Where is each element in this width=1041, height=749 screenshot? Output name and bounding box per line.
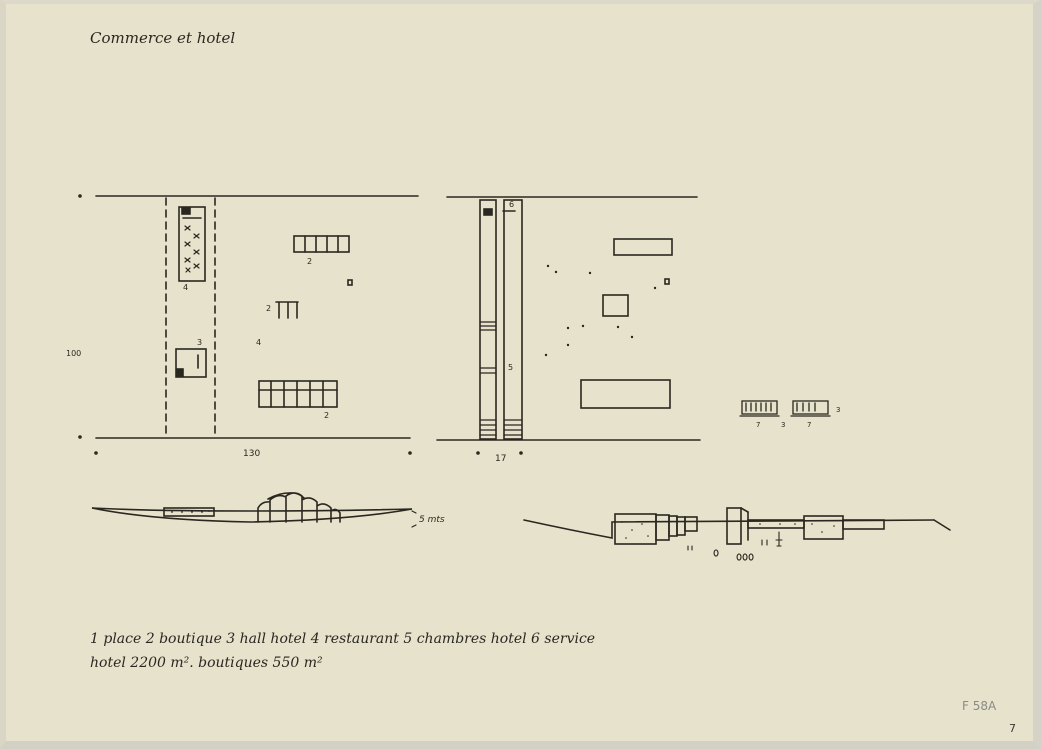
detail-section-b-bays [796, 402, 816, 412]
label-boutique-top: 2 [307, 257, 312, 266]
dim-section-height: 5 mts [419, 515, 445, 525]
label-restaurant-top: 4 [183, 283, 188, 292]
plan1-corner-dot-bottom [78, 435, 82, 439]
label-hall-hotel: 3 [197, 338, 202, 347]
hotel-service-core [483, 208, 493, 216]
detail-section-a [741, 400, 778, 415]
section-commerce [91, 492, 417, 528]
restaurant-tables [184, 225, 200, 273]
hotel-wing-right [503, 199, 523, 440]
dim-detail-b: 3 [781, 421, 785, 429]
section2-block-e [684, 516, 698, 532]
section1-slab-dots [171, 510, 210, 513]
plan1-dim-tick-left [94, 451, 98, 455]
dim-detail-d: 3 [836, 406, 840, 414]
dim-width-plan2: 17 [495, 454, 506, 464]
boutique-bottom-block [258, 380, 338, 408]
detail-section-b [792, 400, 829, 415]
plan-commerce [78, 194, 419, 455]
boutique-top-partitions [304, 235, 339, 253]
dim-detail-a: 7 [756, 421, 760, 429]
section2-tower [726, 507, 742, 545]
restaurant-block [178, 206, 206, 282]
sheet-number: 7 [1009, 722, 1016, 735]
section1-height-bracket [411, 510, 417, 528]
section2-ground [523, 519, 935, 539]
boutique-mid-block [275, 301, 299, 319]
detail-sections [739, 400, 831, 417]
plan1-corner-dot-top [78, 194, 82, 198]
page-title: Commerce et hotel [90, 29, 236, 47]
label-chambres: 5 [508, 363, 513, 372]
archive-reference-stamp: F 58A [962, 699, 997, 713]
boutique-top-block [293, 235, 350, 253]
label-boutique-bottom: 2 [324, 411, 329, 420]
boutique-bottom-partitions [258, 380, 338, 408]
plan2-scatter-dots [544, 264, 657, 357]
section2-figures [687, 531, 783, 561]
hall-hotel-block [175, 348, 207, 378]
section1-vaults [257, 492, 341, 523]
section2-block-g [842, 519, 885, 530]
section2-block-a [614, 513, 657, 545]
restaurant-kitchen [181, 207, 191, 215]
dim-height-plan1: 100 [66, 349, 81, 358]
label-boutique-mid: 2 [266, 304, 271, 313]
section1-ground-lens [91, 507, 413, 523]
section2-block-f [803, 515, 844, 540]
section2-block-b [655, 514, 670, 541]
legend-line-1: 1 place 2 boutique 3 hall hotel 4 restau… [90, 631, 596, 647]
plan2-block-bottom [580, 379, 671, 409]
dim-detail-c: 7 [807, 421, 811, 429]
section2-block-d [676, 516, 686, 536]
hall-hotel-stair [176, 368, 184, 377]
plan2-block-mid [602, 294, 629, 317]
plan2-dim-tick-left [476, 451, 480, 455]
dim-width-plan1: 130 [243, 449, 260, 459]
section2-ground-extension [933, 519, 951, 531]
plan1-dim-tick-right [408, 451, 412, 455]
hotel-wing-left [479, 199, 497, 440]
legend-line-2: hotel 2200 m². boutiques 550 m² [90, 655, 323, 671]
plan2-small-marker [664, 278, 670, 285]
section2-block-c [668, 515, 678, 537]
plan2-block-top [613, 238, 673, 256]
plan-hotel [436, 196, 701, 455]
label-restaurant-mid: 4 [256, 338, 261, 347]
section1-slab [163, 507, 215, 517]
section2-texture-dots [621, 521, 835, 539]
detail-section-a-bays [745, 402, 772, 412]
section2-tower-cap [740, 507, 749, 513]
plan1-small-marker [347, 279, 353, 286]
hotel-wing-stripes [479, 321, 523, 436]
plan2-dim-tick-right [519, 451, 523, 455]
section-hotel [523, 507, 951, 561]
label-service: 6 [509, 200, 514, 209]
